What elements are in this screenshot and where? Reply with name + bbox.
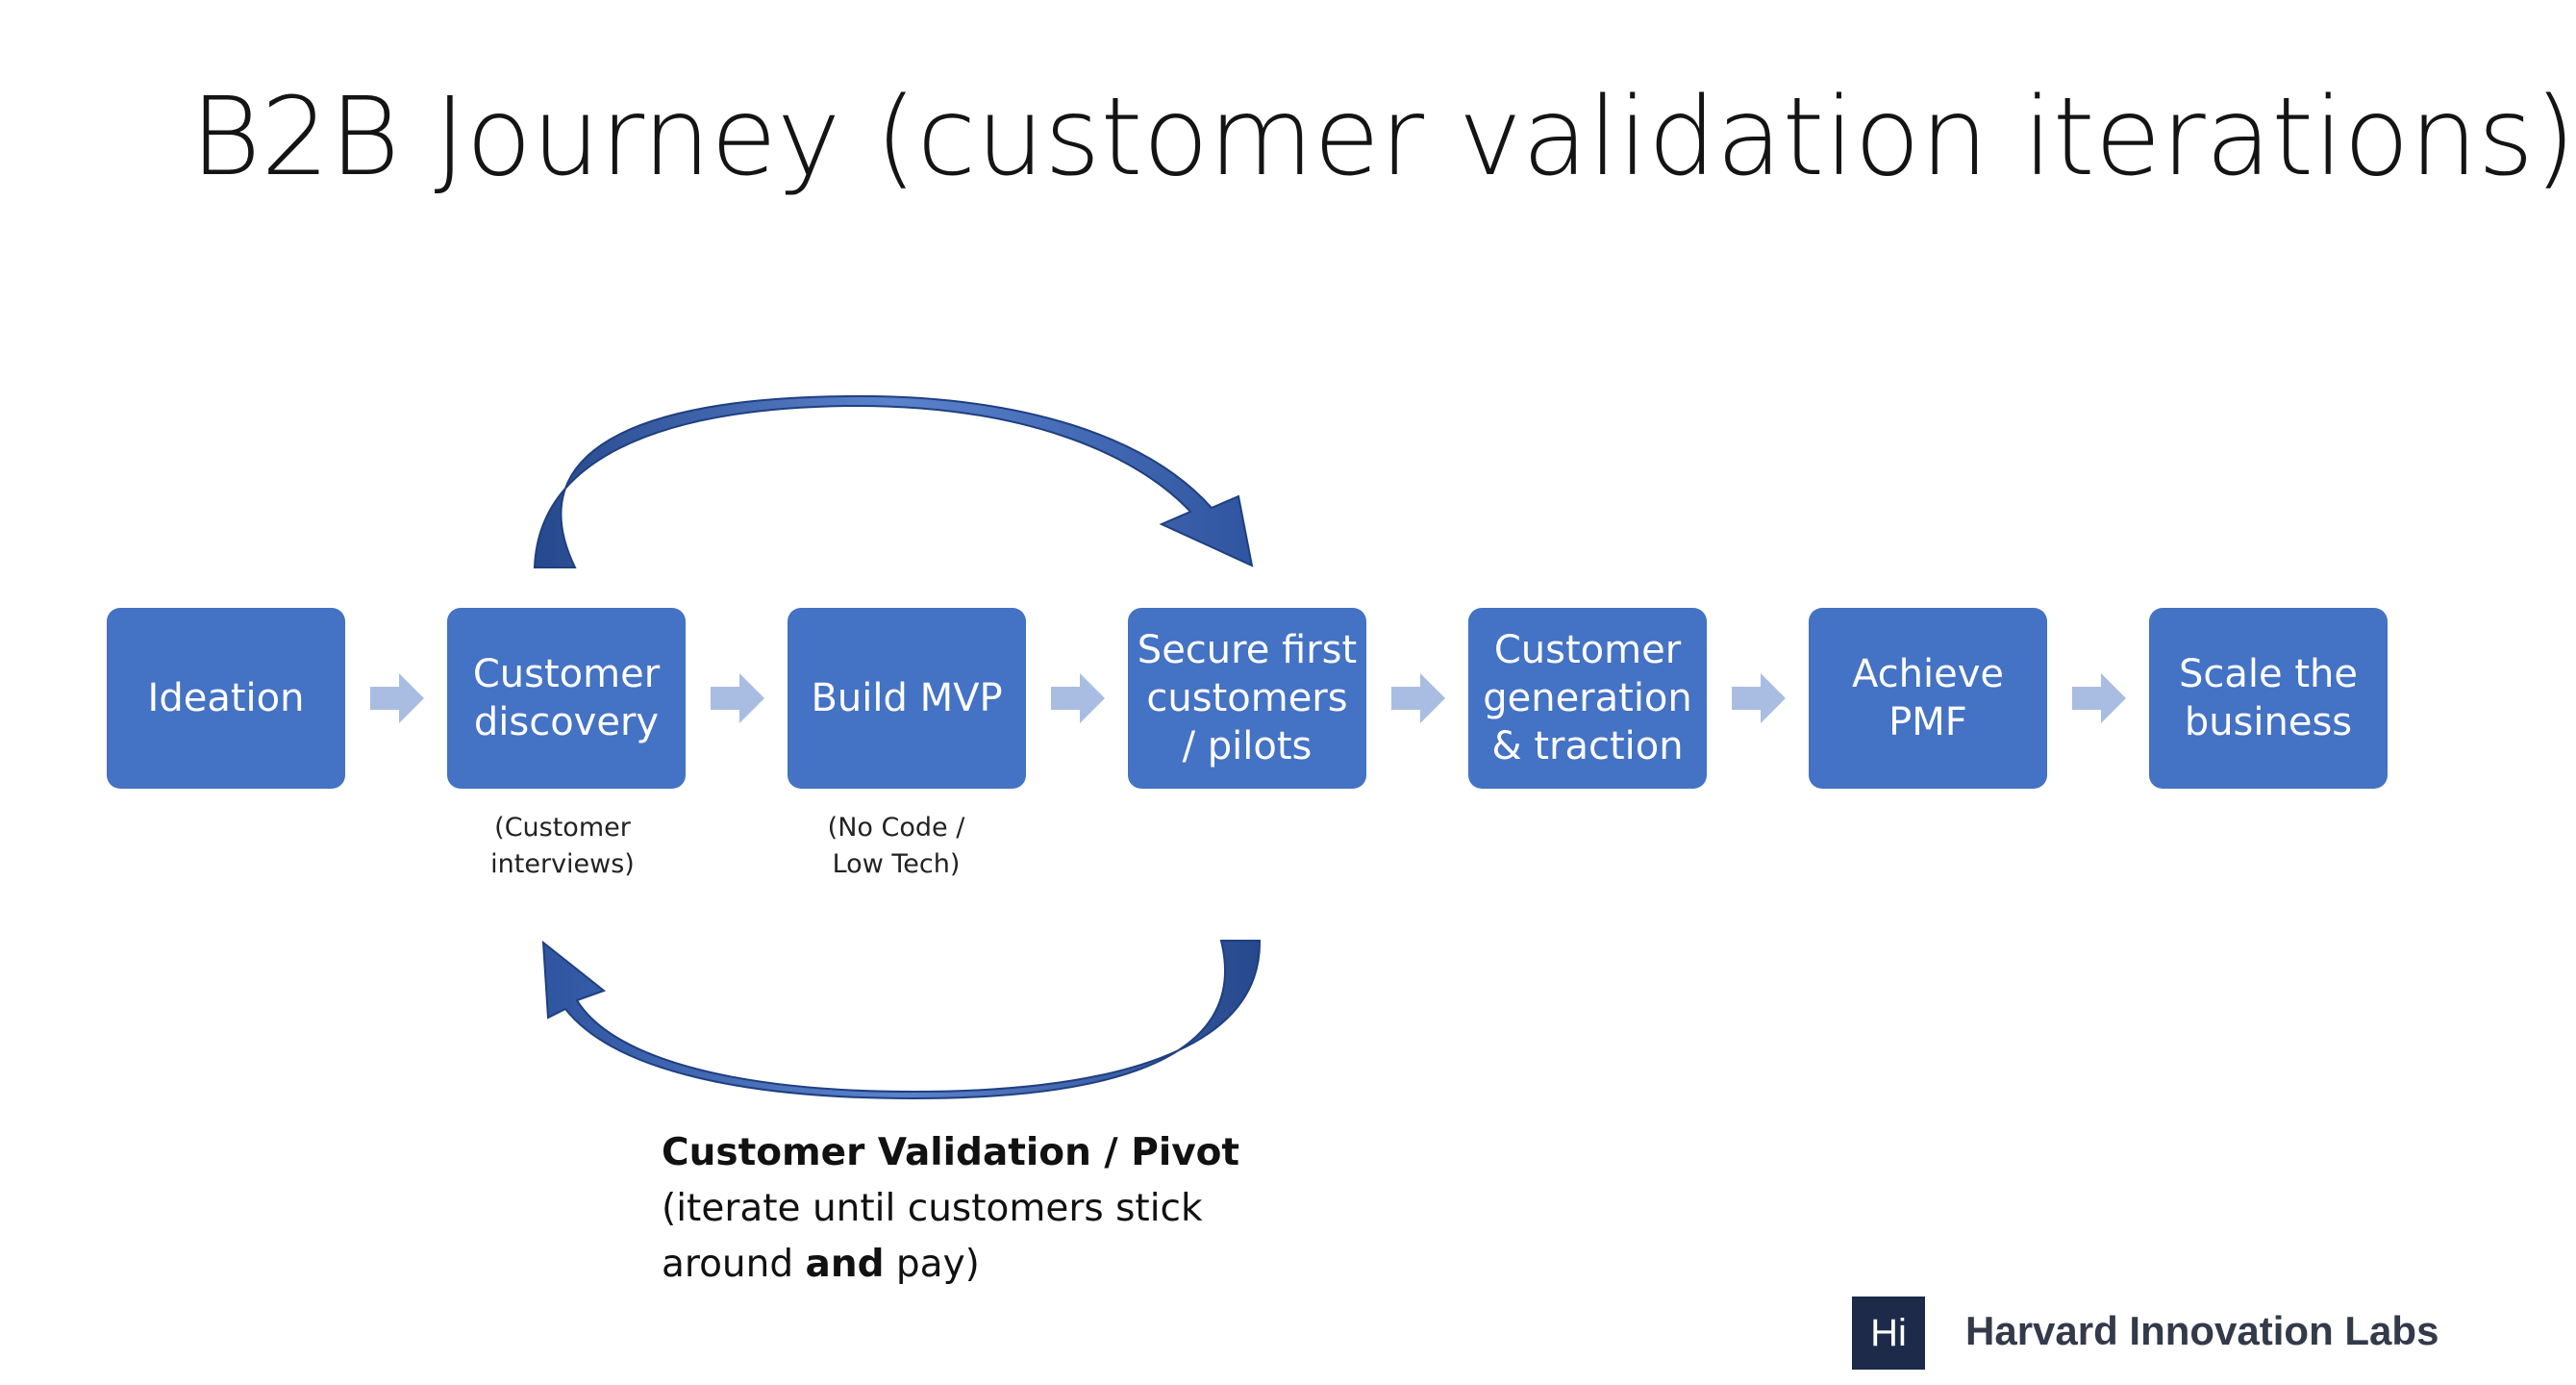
- stage-build-mvp: Build MVP: [788, 608, 1026, 789]
- chevron-right-icon: [370, 673, 424, 723]
- stage-ideation: Ideation: [107, 608, 345, 789]
- stage-secure-first-customers: Secure first customers / pilots: [1128, 608, 1366, 789]
- note-customer-interviews: (Customer interviews): [490, 813, 635, 879]
- harvard-innovation-labs-logo: Hi: [1852, 1297, 1925, 1370]
- chevron-right-icon: [2072, 673, 2126, 723]
- loop-arrows: [533, 394, 1262, 1100]
- chevron-right-icon: [1732, 673, 1786, 723]
- caption-line-2: around and pay): [662, 1243, 980, 1286]
- stage-scale-business: Scale the business: [2149, 608, 2388, 789]
- chevron-right-icon: [711, 673, 764, 723]
- bottom-loop-arrow: [541, 940, 1262, 1100]
- chevron-right-icon: [1391, 673, 1445, 723]
- caption-line-1: (iterate until customers stick: [662, 1187, 1203, 1230]
- note-no-code-low-tech: (No Code / Low Tech): [827, 813, 965, 879]
- top-loop-arrow: [533, 394, 1254, 568]
- chevron-right-icon: [1051, 673, 1105, 723]
- page-title: B2B Journey (customer validation iterati…: [190, 75, 2576, 200]
- logo-name: Harvard Innovation Labs: [1965, 1308, 2439, 1353]
- validation-caption: Customer Validation / Pivot (iterate unt…: [662, 1125, 1239, 1293]
- stage-customer-discovery: Customer discovery: [447, 608, 686, 789]
- caption-heading: Customer Validation / Pivot: [662, 1131, 1240, 1174]
- stage-customer-generation: Customer generation & traction: [1468, 608, 1707, 789]
- stage-achieve-pmf: Achieve PMF: [1809, 608, 2047, 789]
